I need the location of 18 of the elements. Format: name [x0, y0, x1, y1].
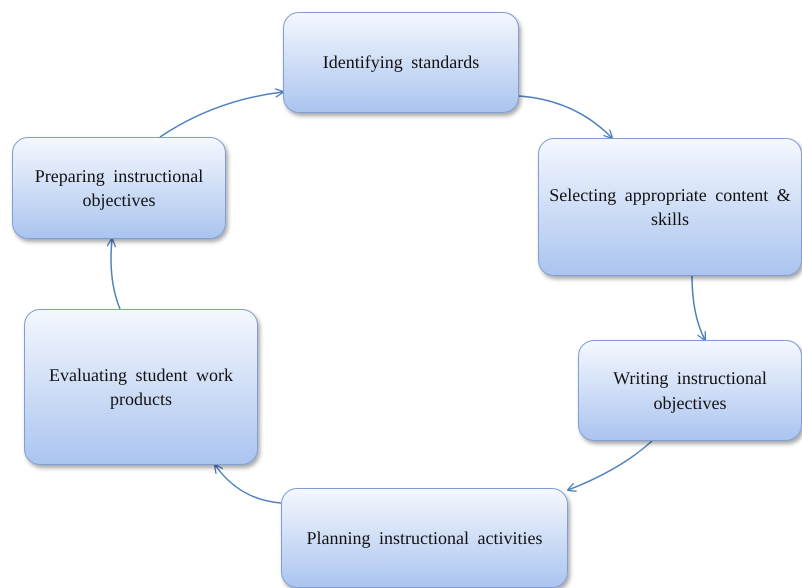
step-label: Evaluating student work products [48, 364, 234, 411]
arrow [691, 276, 706, 342]
arrow [106, 237, 121, 310]
step-label: Writing instructional objectives [612, 367, 768, 415]
process-box [281, 488, 568, 588]
arrow [566, 440, 652, 492]
process-box [283, 12, 519, 113]
arrow [518, 95, 614, 140]
arrow [214, 464, 282, 504]
step-label: Preparing instructional objectives [34, 164, 204, 212]
step-label: Planning instructional activities [306, 526, 542, 550]
process-box [538, 138, 802, 276]
step-label: Selecting appropriate content & skills [549, 184, 791, 231]
arrow [160, 88, 285, 138]
process-box [12, 137, 226, 239]
process-box [578, 340, 802, 441]
step-label: Identifying standards [322, 51, 480, 74]
process-box [24, 309, 258, 465]
